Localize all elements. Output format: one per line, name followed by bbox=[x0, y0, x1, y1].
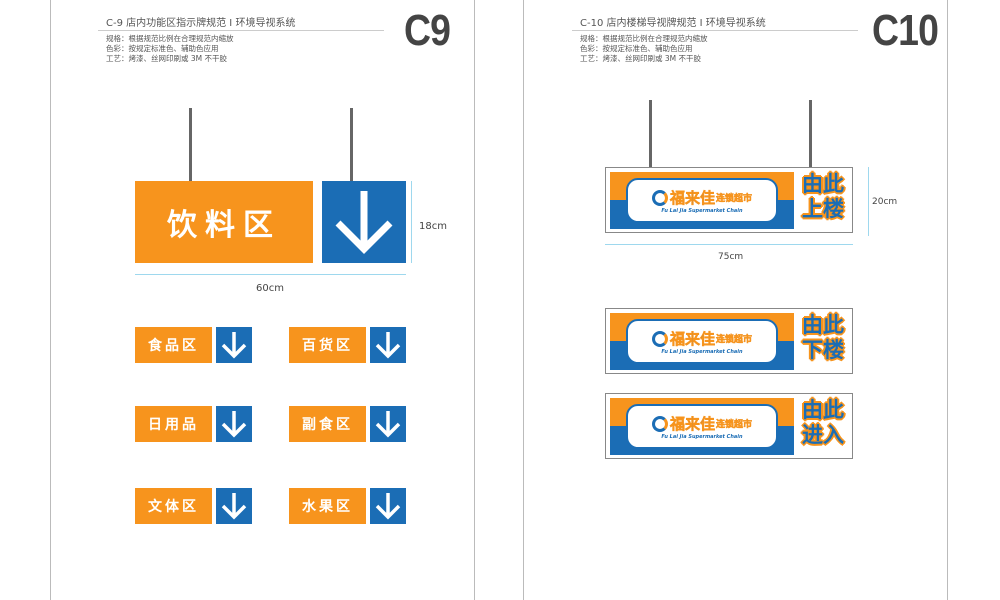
brand-suffix: 连锁超市 bbox=[716, 335, 753, 346]
spec-process: 工艺：烤漆、丝网印刷或 3M 不干胶 bbox=[106, 54, 228, 63]
zone-sign-label: 副食区 bbox=[289, 406, 366, 442]
brand-logo: 福来佳连锁超市 Fu Lai Jia Supermarket Chain bbox=[626, 178, 778, 223]
page-border bbox=[474, 0, 475, 600]
brand-name: 福来佳 bbox=[669, 415, 716, 434]
brand-suffix: 连锁超市 bbox=[716, 194, 753, 205]
page-code: C9 bbox=[404, 6, 451, 55]
hanging-pole bbox=[649, 100, 652, 167]
sign-text-line2: 下楼 bbox=[802, 338, 844, 362]
hanging-pole bbox=[809, 100, 812, 167]
brand-name: 福来佳 bbox=[669, 189, 716, 208]
arrow-down-icon bbox=[370, 488, 406, 524]
sign-text-line1: 由此 bbox=[802, 398, 844, 422]
hanging-pole bbox=[350, 108, 353, 181]
stair-sign: 福来佳连锁超市 Fu Lai Jia Supermarket Chain 由此进… bbox=[605, 393, 853, 459]
height-dimension: 20cm bbox=[872, 197, 898, 207]
divider bbox=[572, 30, 858, 31]
zone-sign-label: 百货区 bbox=[289, 327, 366, 363]
sign-text-line1: 由此 bbox=[802, 313, 844, 337]
brand-name: 福来佳 bbox=[669, 330, 716, 349]
dimension-line bbox=[411, 181, 412, 263]
brand-logo: 福来佳连锁超市 Fu Lai Jia Supermarket Chain bbox=[626, 404, 778, 449]
brand-english: Fu Lai Jia Supermarket Chain bbox=[661, 434, 743, 440]
dimension-line bbox=[605, 244, 853, 245]
brand-english: Fu Lai Jia Supermarket Chain bbox=[661, 208, 743, 214]
page-title: C-9 店内功能区指示牌规范 I 环境导视系统 bbox=[106, 18, 296, 29]
brand-logo: 福来佳连锁超市 Fu Lai Jia Supermarket Chain bbox=[626, 319, 778, 364]
divider bbox=[98, 30, 384, 31]
page-border bbox=[523, 0, 524, 600]
brand-mark-icon bbox=[651, 330, 668, 347]
sign-text-line2: 进入 bbox=[802, 423, 844, 447]
brand-suffix: 连锁超市 bbox=[716, 420, 753, 431]
hanging-pole bbox=[189, 108, 192, 181]
spec-size: 规格：根据规范比例在合理规范内缩放 bbox=[580, 34, 708, 43]
page-border bbox=[50, 0, 51, 600]
sign-text-line2: 上楼 bbox=[802, 197, 844, 221]
width-dimension: 60cm bbox=[256, 283, 284, 294]
brand-english: Fu Lai Jia Supermarket Chain bbox=[661, 349, 743, 355]
page-title: C-10 店内楼梯导视牌规范 I 环境导视系统 bbox=[580, 18, 766, 29]
arrow-down-icon bbox=[216, 327, 252, 363]
brand-mark-icon bbox=[651, 415, 668, 432]
spec-color: 色彩：按规定标准色、辅助色应用 bbox=[106, 44, 219, 53]
stair-sign: 福来佳连锁超市 Fu Lai Jia Supermarket Chain 由此上… bbox=[605, 167, 853, 233]
arrow-down-icon bbox=[322, 181, 406, 263]
sign-text-line1: 由此 bbox=[802, 172, 844, 196]
width-dimension: 75cm bbox=[718, 252, 744, 262]
stair-sign: 福来佳连锁超市 Fu Lai Jia Supermarket Chain 由此下… bbox=[605, 308, 853, 374]
dimension-line bbox=[868, 167, 869, 236]
page-code: C10 bbox=[872, 6, 939, 55]
main-sign-label: 饮料区 bbox=[135, 181, 313, 263]
arrow-down-icon bbox=[370, 327, 406, 363]
zone-sign-label: 日用品 bbox=[135, 406, 212, 442]
brand-mark-icon bbox=[651, 189, 668, 206]
arrow-down-icon bbox=[216, 488, 252, 524]
arrow-down-icon bbox=[370, 406, 406, 442]
spec-process: 工艺：烤漆、丝网印刷或 3M 不干胶 bbox=[580, 54, 702, 63]
spec-size: 规格：根据规范比例在合理规范内缩放 bbox=[106, 34, 234, 43]
zone-sign-label: 水果区 bbox=[289, 488, 366, 524]
zone-sign-label: 文体区 bbox=[135, 488, 212, 524]
zone-sign-label: 食品区 bbox=[135, 327, 212, 363]
page-border bbox=[947, 0, 948, 600]
dimension-line bbox=[135, 274, 406, 275]
spec-color: 色彩：按规定标准色、辅助色应用 bbox=[580, 44, 693, 53]
arrow-down-icon bbox=[216, 406, 252, 442]
height-dimension: 18cm bbox=[419, 221, 447, 232]
